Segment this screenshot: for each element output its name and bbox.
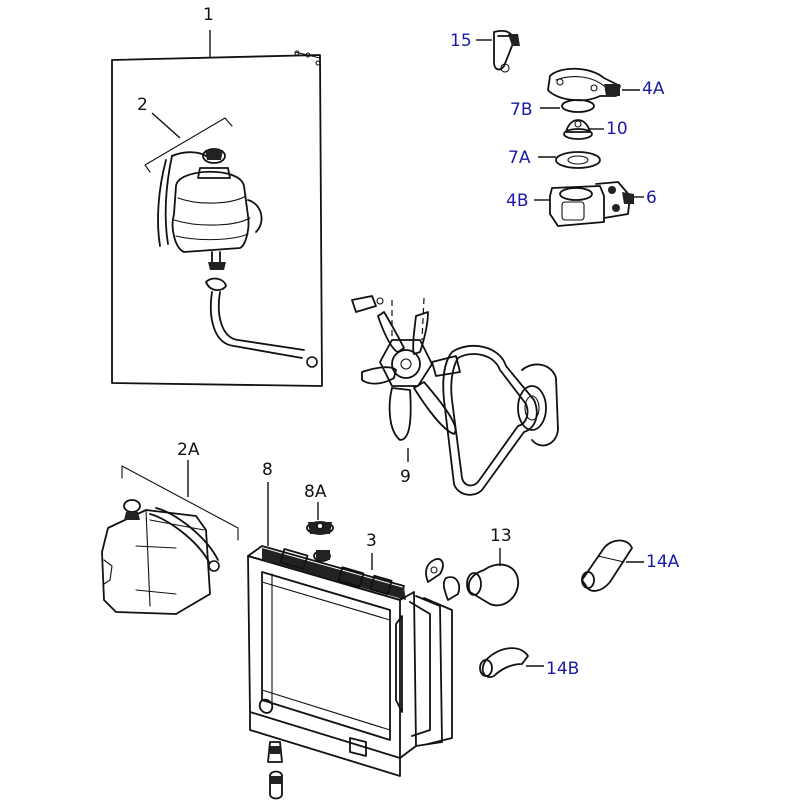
callout-8a: 8A bbox=[304, 482, 327, 502]
part-14b-hose bbox=[479, 647, 529, 678]
part-3-radiator bbox=[247, 545, 461, 777]
part-2a-bracket bbox=[121, 460, 239, 541]
callout-13: 13 bbox=[490, 526, 512, 546]
callout-3: 3 bbox=[366, 531, 377, 551]
part-8a-radiator-cap bbox=[306, 521, 334, 535]
part-9-fan-assembly bbox=[351, 295, 559, 496]
callout-2a: 2A bbox=[177, 440, 200, 460]
part-1-group-frame bbox=[111, 30, 323, 387]
callout-10: 10 bbox=[606, 119, 628, 139]
callout-8: 8 bbox=[262, 460, 273, 480]
part-7b-gasket bbox=[561, 99, 595, 113]
drain-plug bbox=[267, 741, 283, 800]
callout-14b: 14B bbox=[546, 659, 579, 679]
callout-1: 1 bbox=[203, 5, 214, 25]
part-14a-hose bbox=[581, 539, 633, 592]
expansion-tank bbox=[157, 148, 318, 368]
part-2a-tank bbox=[101, 499, 220, 615]
part-4b-thermostat-housing bbox=[549, 181, 634, 227]
callout-6: 6 bbox=[646, 188, 657, 208]
callout-9: 9 bbox=[400, 467, 411, 487]
part-2-bracket bbox=[144, 112, 233, 173]
part-13-hose bbox=[466, 563, 519, 607]
callout-7b: 7B bbox=[510, 100, 532, 120]
part-7a-gasket bbox=[555, 151, 601, 169]
part-10-thermostat bbox=[563, 119, 593, 140]
callout-4b: 4B bbox=[506, 191, 528, 211]
callout-14a: 14A bbox=[646, 552, 680, 572]
callout-15: 15 bbox=[450, 31, 472, 51]
callout-2: 2 bbox=[137, 95, 148, 115]
part-4a-outlet-elbow bbox=[547, 67, 621, 102]
callout-4a: 4A bbox=[642, 79, 665, 99]
part-15-hose-elbow bbox=[493, 30, 520, 73]
callout-7a: 7A bbox=[508, 148, 531, 168]
